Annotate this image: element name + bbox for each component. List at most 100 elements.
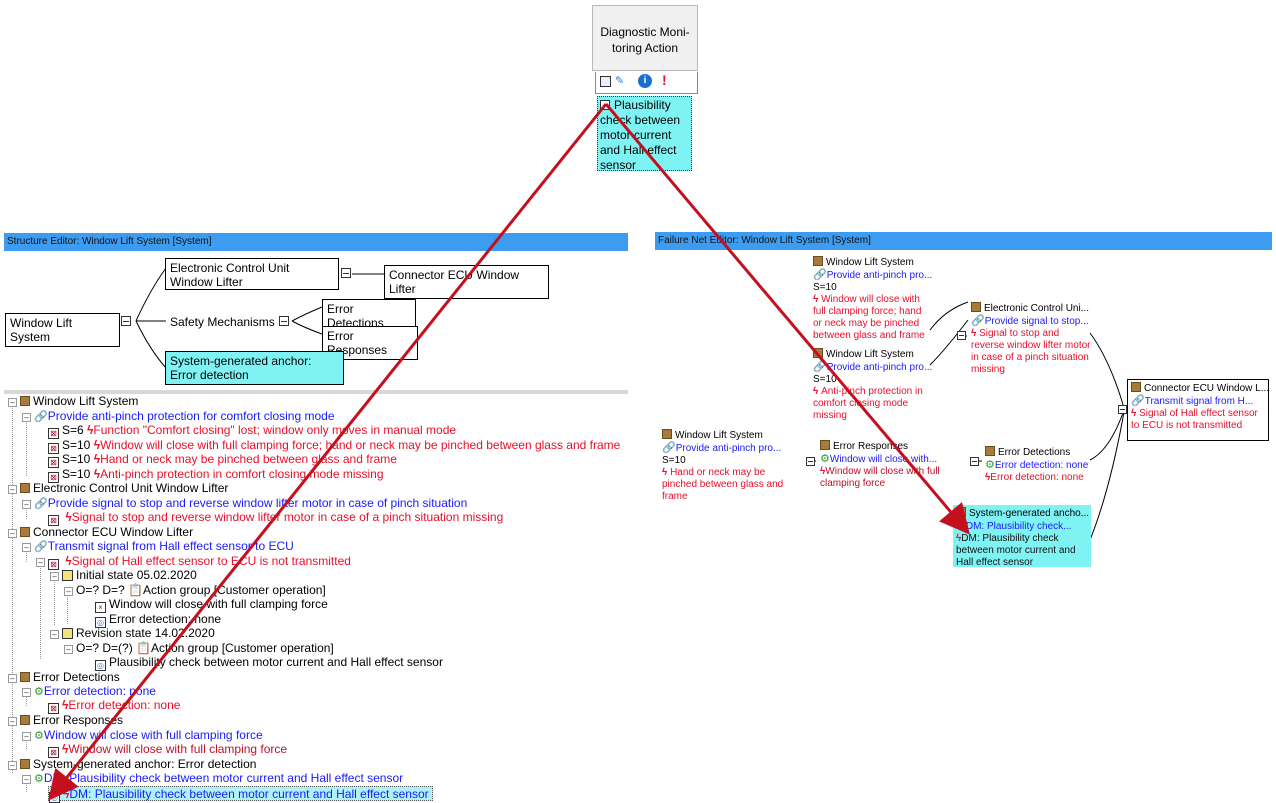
structure-node-safety[interactable]: Safety Mechanisms xyxy=(170,315,275,329)
tree-row-initial-state[interactable]: –Initial state 05.02.2020 xyxy=(50,568,197,583)
tree-row-function-transmit[interactable]: –🔗Transmit signal from Hall effect senso… xyxy=(22,539,294,554)
structure-editor-title: Structure Editor: Window Lift System [Sy… xyxy=(4,233,628,251)
diagnostic-monitoring-action-header: Diagnostic Moni- toring Action xyxy=(592,5,698,71)
fn-node-connector[interactable]: Connector ECU Window L... 🔗Transmit sign… xyxy=(1127,379,1269,441)
tree-row-revision-state[interactable]: –Revision state 14.02.2020 xyxy=(50,626,215,641)
component-icon xyxy=(813,348,823,358)
component-icon xyxy=(820,440,830,450)
component-icon xyxy=(956,507,966,517)
function-link-icon: 🔗 xyxy=(1131,395,1145,407)
diagnostic-measure-cell[interactable]: Plausibility check between motor current… xyxy=(597,96,692,172)
state-icon xyxy=(62,570,73,581)
tree-row-anchor[interactable]: –System-generated anchor: Error detectio… xyxy=(8,757,256,772)
tree-row-function-dm[interactable]: –⚙DM: Plausibility check between motor c… xyxy=(22,771,403,786)
function-link-icon: 🔗 xyxy=(813,269,827,281)
diagnostic-measure-text: Plausibility check between motor current… xyxy=(600,98,681,172)
tree-row-failure-signal-missing[interactable]: ⊠ ϟSignal to stop and reverse window lif… xyxy=(48,510,503,526)
structure-node-root[interactable]: Window Lift System xyxy=(5,313,120,347)
component-icon xyxy=(20,527,30,537)
function-link-icon: 🔗 xyxy=(34,411,48,423)
tree-row-failure-error-response[interactable]: ⊠ϟWindow will close with full clamping f… xyxy=(48,742,287,758)
detection-icon[interactable] xyxy=(600,76,611,87)
tree-row-connector[interactable]: –Connector ECU Window Lifter xyxy=(8,525,193,540)
response-function-icon: ⚙ xyxy=(34,730,44,742)
tree-row-window-lift-system[interactable]: –Window Lift System xyxy=(8,394,138,409)
exclamation-icon[interactable]: ! xyxy=(662,72,667,88)
structure-tree: –Window Lift System –🔗Provide anti-pinch… xyxy=(4,392,628,803)
diagnostic-icon-bar: ✎ i ! xyxy=(595,72,698,94)
detection-function-icon: ⚙ xyxy=(34,773,44,785)
collapse-safety-toggle[interactable] xyxy=(279,316,289,326)
collapse-ecu-toggle[interactable] xyxy=(341,268,351,278)
component-icon xyxy=(1131,382,1141,392)
structure-node-connector[interactable]: Connector ECU Window Lifter xyxy=(384,265,549,299)
fn-node-window-lift-3[interactable]: Window Lift System 🔗Provide anti-pinch p… xyxy=(662,429,784,502)
function-link-icon: 🔗 xyxy=(813,361,827,373)
tree-row-failure-dm-selected[interactable]: ◎ϟDM: Plausibility check between motor c… xyxy=(48,786,433,803)
component-icon xyxy=(971,302,981,312)
function-link-icon: 🔗 xyxy=(971,315,985,327)
tree-row-error-detections[interactable]: –Error Detections xyxy=(8,670,120,685)
bolt-icon: ϟ xyxy=(971,328,977,339)
detection-icon xyxy=(600,100,610,110)
component-icon xyxy=(985,446,995,456)
collapse-error-detections-toggle[interactable] xyxy=(970,457,979,466)
fn-node-window-lift-2[interactable]: Window Lift System 🔗Provide anti-pinch p… xyxy=(813,348,933,421)
tree-row-function-error-response[interactable]: –⚙Window will close with full clamping f… xyxy=(22,728,263,743)
collapse-connector-toggle[interactable] xyxy=(1118,405,1127,414)
tree-row-prevention-clamping[interactable]: ×Window will close with full clamping fo… xyxy=(95,597,328,613)
detection-function-icon: ⚙ xyxy=(985,459,995,471)
tree-row-error-responses[interactable]: –Error Responses xyxy=(8,713,123,728)
component-icon xyxy=(20,483,30,493)
bolt-icon: ϟ xyxy=(813,294,819,305)
tree-row-failure-full-clamping[interactable]: ⊠S=10 ϟWindow will close with full clamp… xyxy=(48,438,620,454)
tree-row-function-error-detection[interactable]: –⚙Error detection: none xyxy=(22,684,156,699)
structure-node-anchor[interactable]: System-generated anchor: Error detection xyxy=(165,351,344,385)
component-icon xyxy=(20,715,30,725)
tree-row-failure-not-transmitted[interactable]: –⊠ ϟSignal of Hall effect sensor to ECU … xyxy=(36,554,351,570)
detection-icon: ◎ xyxy=(49,792,60,803)
function-link-icon: 🔗 xyxy=(662,442,676,454)
component-icon xyxy=(20,759,30,769)
state-icon xyxy=(62,628,73,639)
component-icon xyxy=(20,672,30,682)
detection-function-icon: ⚙ xyxy=(956,520,966,532)
bolt-icon: ϟ xyxy=(985,472,991,483)
bolt-icon: ϟ xyxy=(956,533,962,544)
tree-row-failure-anti-pinch-missing[interactable]: ⊠S=10 ϟAnti-pinch protection in comfort … xyxy=(48,467,384,483)
component-icon xyxy=(662,429,672,439)
tree-row-function-stop-reverse[interactable]: –🔗Provide signal to stop and reverse win… xyxy=(22,496,467,511)
bolt-icon: ϟ xyxy=(662,467,668,478)
structure-node-ecu[interactable]: Electronic Control Unit Window Lifter xyxy=(165,258,339,290)
tree-row-failure-pinched[interactable]: ⊠S=10 ϟHand or neck may be pinched betwe… xyxy=(48,452,397,468)
tree-row-failure-error-detection[interactable]: ⊠ϟError detection: none xyxy=(48,698,180,714)
failure-net-editor-title: Failure Net Editor: Window Lift System [… xyxy=(655,232,1272,250)
response-function-icon: ⚙ xyxy=(820,453,830,465)
function-link-icon: 🔗 xyxy=(34,541,48,553)
tree-row-action-group-1[interactable]: –O=? D=? 📋Action group [Customer operati… xyxy=(64,583,326,598)
info-icon[interactable]: i xyxy=(638,74,652,88)
collapse-ecu-node-toggle[interactable] xyxy=(957,331,966,340)
tree-row-ecu[interactable]: –Electronic Control Unit Window Lifter xyxy=(8,481,228,496)
fn-node-error-detections[interactable]: Error Detections ⚙Error detection: none … xyxy=(985,446,1089,483)
component-icon xyxy=(20,396,30,406)
tree-row-failure-comfort-closing[interactable]: ⊠S=6 ϟFunction "Comfort closing" lost; w… xyxy=(48,423,456,439)
fn-node-anchor[interactable]: System-generated ancho... ⚙DM: Plausibil… xyxy=(953,505,1091,568)
tree-row-plausibility-check[interactable]: ◎Plausibility check between motor curren… xyxy=(95,655,443,671)
collapse-root-toggle[interactable] xyxy=(121,316,131,326)
tree-row-function-anti-pinch[interactable]: –🔗Provide anti-pinch protection for comf… xyxy=(22,409,335,424)
fn-node-error-responses[interactable]: Error Responses ⚙Window will close with.… xyxy=(820,440,940,489)
bolt-icon: ϟ xyxy=(1131,408,1137,419)
tree-row-action-group-2[interactable]: –O=? D=(?) 📋Action group [Customer opera… xyxy=(64,641,334,656)
function-link-icon: 🔗 xyxy=(34,498,48,510)
tree-row-detection-none[interactable]: ◎Error detection: none xyxy=(95,612,222,628)
component-icon xyxy=(813,256,823,266)
monitor-bolt-icon[interactable]: ✎ xyxy=(615,75,625,87)
bolt-icon: ϟ xyxy=(813,386,819,397)
detection-function-icon: ⚙ xyxy=(34,686,44,698)
clipboard-icon: 📋 xyxy=(136,641,151,655)
fn-node-ecu[interactable]: Electronic Control Uni... 🔗Provide signa… xyxy=(971,302,1091,375)
collapse-error-responses-toggle[interactable] xyxy=(806,457,815,466)
clipboard-icon: 📋 xyxy=(128,583,143,597)
fn-node-window-lift-1[interactable]: Window Lift System 🔗Provide anti-pinch p… xyxy=(813,256,933,341)
